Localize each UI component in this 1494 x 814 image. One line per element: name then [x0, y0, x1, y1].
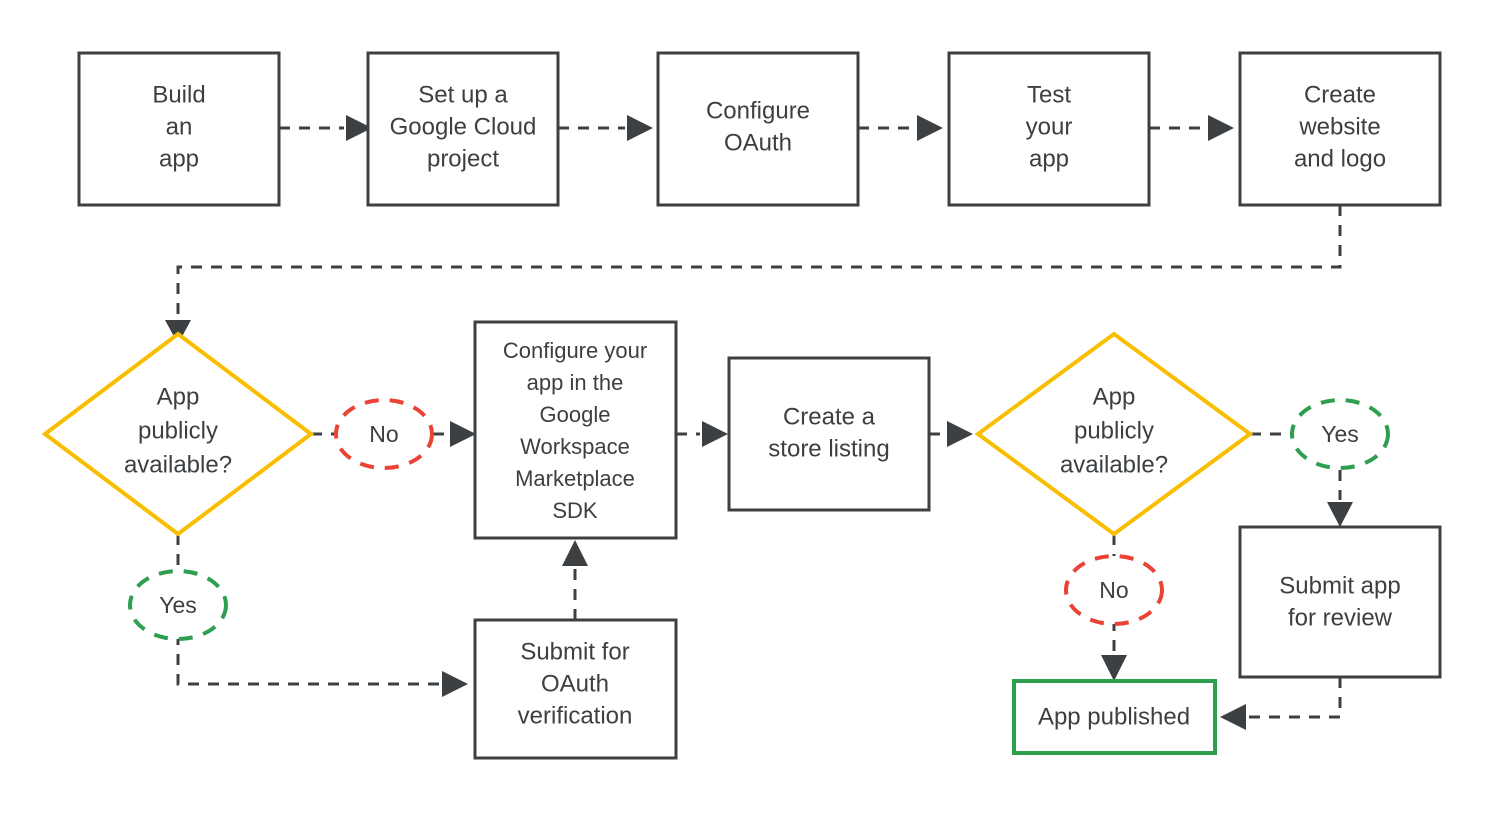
edge-label-left-no-text: No: [369, 421, 398, 447]
node-build-an-app-line-1: Build: [152, 81, 205, 108]
sdk-line-1: Configure your: [503, 338, 647, 363]
store-listing-line-1: Create a: [783, 403, 876, 430]
app-published-label: App published: [1038, 703, 1190, 730]
node-build-an-app-line-2: an: [166, 113, 193, 140]
node-build-an-app-line-3: app: [159, 145, 199, 172]
node-test-app-line-2: your: [1026, 113, 1073, 140]
edge-submit-review-to-published: [1220, 677, 1342, 730]
sdk-line-5: Marketplace: [515, 466, 635, 491]
node-configure-oauth-line-1: Configure: [706, 97, 810, 124]
node-configure-oauth[interactable]: Configure OAuth: [656, 51, 860, 207]
submit-review-line-1: Submit app: [1279, 572, 1400, 599]
edge-decision-left-yes: [176, 534, 468, 697]
edge-label-left-no: No: [334, 398, 434, 470]
oauth-verification-line-1: Submit for: [520, 638, 629, 665]
edge-decision-left-no: [311, 421, 476, 447]
sdk-line-6: SDK: [552, 498, 598, 523]
edge-gcp-to-oauth: [558, 115, 653, 141]
edge-store-listing-to-decision-right: [929, 421, 973, 447]
edge-website-to-decision-left: [165, 205, 1342, 344]
edge-label-right-yes-text: Yes: [1321, 421, 1359, 447]
node-website-line-2: website: [1298, 113, 1380, 140]
node-website-line-3: and logo: [1294, 145, 1386, 172]
node-decision-app-publicly-available-right[interactable]: App publicly available?: [974, 331, 1254, 537]
node-app-published[interactable]: App published: [1012, 679, 1217, 755]
node-gcp-line-1: Set up a: [418, 81, 508, 108]
node-set-up-google-cloud-project[interactable]: Set up a Google Cloud project: [366, 51, 560, 207]
edge-test-to-website: [1149, 115, 1234, 141]
decision-left-line-2: publicly: [138, 417, 218, 444]
node-test-your-app[interactable]: Test your app: [947, 51, 1151, 207]
decision-right-line-1: App: [1093, 383, 1136, 410]
decision-left-line-1: App: [157, 383, 200, 410]
node-website-line-1: Create: [1304, 81, 1376, 108]
decision-right-line-2: publicly: [1074, 417, 1154, 444]
sdk-line-4: Workspace: [520, 434, 630, 459]
node-decision-app-publicly-available-left[interactable]: App publicly available?: [41, 331, 315, 537]
node-create-website-and-logo[interactable]: Create website and logo: [1238, 51, 1442, 207]
oauth-verification-line-2: OAuth: [541, 670, 609, 697]
node-test-app-line-1: Test: [1027, 81, 1071, 108]
edge-decision-right-no: [1101, 534, 1127, 681]
node-configure-oauth-line-2: OAuth: [724, 129, 792, 156]
edge-label-right-no: No: [1064, 554, 1164, 626]
node-test-app-line-3: app: [1029, 145, 1069, 172]
decision-right-line-3: available?: [1060, 451, 1168, 478]
oauth-verification-line-3: verification: [518, 702, 633, 729]
edge-sdk-to-store-listing: [676, 421, 728, 447]
node-build-an-app[interactable]: Build an app: [77, 51, 281, 207]
sdk-line-3: Google: [540, 402, 611, 427]
store-listing-line-2: store listing: [768, 435, 889, 462]
node-gcp-line-3: project: [427, 145, 499, 172]
edge-label-right-no-text: No: [1099, 577, 1128, 603]
edge-decision-right-yes: [1250, 432, 1353, 527]
node-submit-app-for-review[interactable]: Submit app for review: [1238, 525, 1442, 679]
edge-label-left-yes-text: Yes: [159, 592, 197, 618]
node-create-a-store-listing[interactable]: Create a store listing: [727, 356, 931, 512]
edge-build-to-gcp: [279, 115, 372, 141]
edge-oauth-verification-to-sdk: [562, 540, 588, 620]
sdk-line-2: app in the: [527, 370, 624, 395]
node-submit-for-oauth-verification[interactable]: Submit for OAuth verification: [473, 618, 678, 760]
node-configure-app-in-marketplace-sdk[interactable]: Configure your app in the Google Workspa…: [473, 320, 678, 540]
submit-review-line-2: for review: [1288, 604, 1393, 631]
node-gcp-line-2: Google Cloud: [390, 113, 537, 140]
edge-label-right-yes: Yes: [1290, 398, 1390, 470]
edge-label-left-yes: Yes: [128, 569, 228, 641]
edge-oauth-to-test: [858, 115, 943, 141]
decision-left-line-3: available?: [124, 451, 232, 478]
